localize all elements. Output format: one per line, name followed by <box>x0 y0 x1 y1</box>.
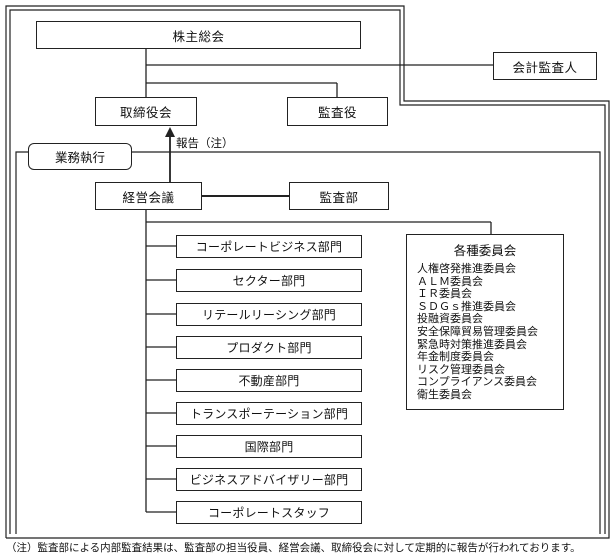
business-execution-text: 業務執行 <box>54 150 105 165</box>
committee-item: ＡＬＭ委員会 <box>417 274 483 288</box>
department-box: ビジネスアドバイザリー部門 <box>176 468 362 491</box>
board-label: 取締役会 <box>119 105 172 120</box>
committee-item: 安全保障貿易管理委員会 <box>417 324 538 338</box>
shareholders-box: 株主総会 <box>36 21 361 49</box>
department-label: ビジネスアドバイザリー部門 <box>189 473 349 487</box>
committee-item: ＳＤＧｓ推進委員会 <box>417 299 516 313</box>
department-label: コーポレートスタッフ <box>207 506 330 520</box>
internal-audit-label: 監査部 <box>319 189 359 205</box>
shareholders-label: 株主総会 <box>172 28 225 44</box>
department-box: プロダクト部門 <box>176 336 362 359</box>
department-label: 国際部門 <box>244 440 294 454</box>
department-box: セクター部門 <box>176 269 362 292</box>
department-box: リテールリーシング部門 <box>176 303 362 326</box>
department-box: トランスポーテーション部門 <box>176 402 362 425</box>
internal-audit-box: 監査部 <box>289 182 389 210</box>
committee-item: 投融資委員会 <box>417 312 483 326</box>
committee-item: コンプライアンス委員会 <box>417 375 538 389</box>
committees-title: 各種委員会 <box>453 243 517 258</box>
business-execution-label: 業務執行 <box>28 143 132 170</box>
corporate-auditors-box: 監査役 <box>287 97 388 126</box>
management-council-box: 経営会議 <box>95 182 202 210</box>
accounting-auditor-label: 会計監査人 <box>512 59 578 75</box>
committee-item: 人権啓発推進委員会 <box>417 262 516 275</box>
department-label: トランスポーテーション部門 <box>189 407 349 421</box>
committee-item: 緊急時対策推進委員会 <box>417 337 527 351</box>
footnote: （注）監査部による内部監査結果は、監査部の担当役員、経営会議、取締役会に対して定… <box>6 542 581 554</box>
corporate-auditors-label: 監査役 <box>317 105 357 120</box>
management-council-label: 経営会議 <box>122 189 175 205</box>
department-label: 不動産部門 <box>238 374 300 388</box>
department-label: プロダクト部門 <box>226 341 312 355</box>
department-label: リテールリーシング部門 <box>202 308 336 322</box>
report-arrow <box>165 127 175 182</box>
committee-item: 年金制度委員会 <box>417 350 494 364</box>
department-box: コーポレートスタッフ <box>176 501 362 524</box>
department-label: セクター部門 <box>232 274 306 288</box>
committee-item: ＩＲ委員会 <box>417 287 472 301</box>
board-box: 取締役会 <box>95 97 197 126</box>
committee-item: リスク管理委員会 <box>417 362 505 376</box>
department-box: 不動産部門 <box>176 369 362 392</box>
department-box: 国際部門 <box>176 435 362 458</box>
committees-box: 各種委員会 人権啓発推進委員会 ＡＬＭ委員会 ＩＲ委員会 ＳＤＧｓ推進委員会 投… <box>406 234 564 410</box>
department-label: コーポレートビジネス部門 <box>195 240 343 254</box>
accounting-auditor-box: 会計監査人 <box>493 52 597 80</box>
committee-item: 衛生委員会 <box>417 387 472 401</box>
department-box: コーポレートビジネス部門 <box>176 235 362 258</box>
report-label: 報告（注） <box>176 136 234 150</box>
